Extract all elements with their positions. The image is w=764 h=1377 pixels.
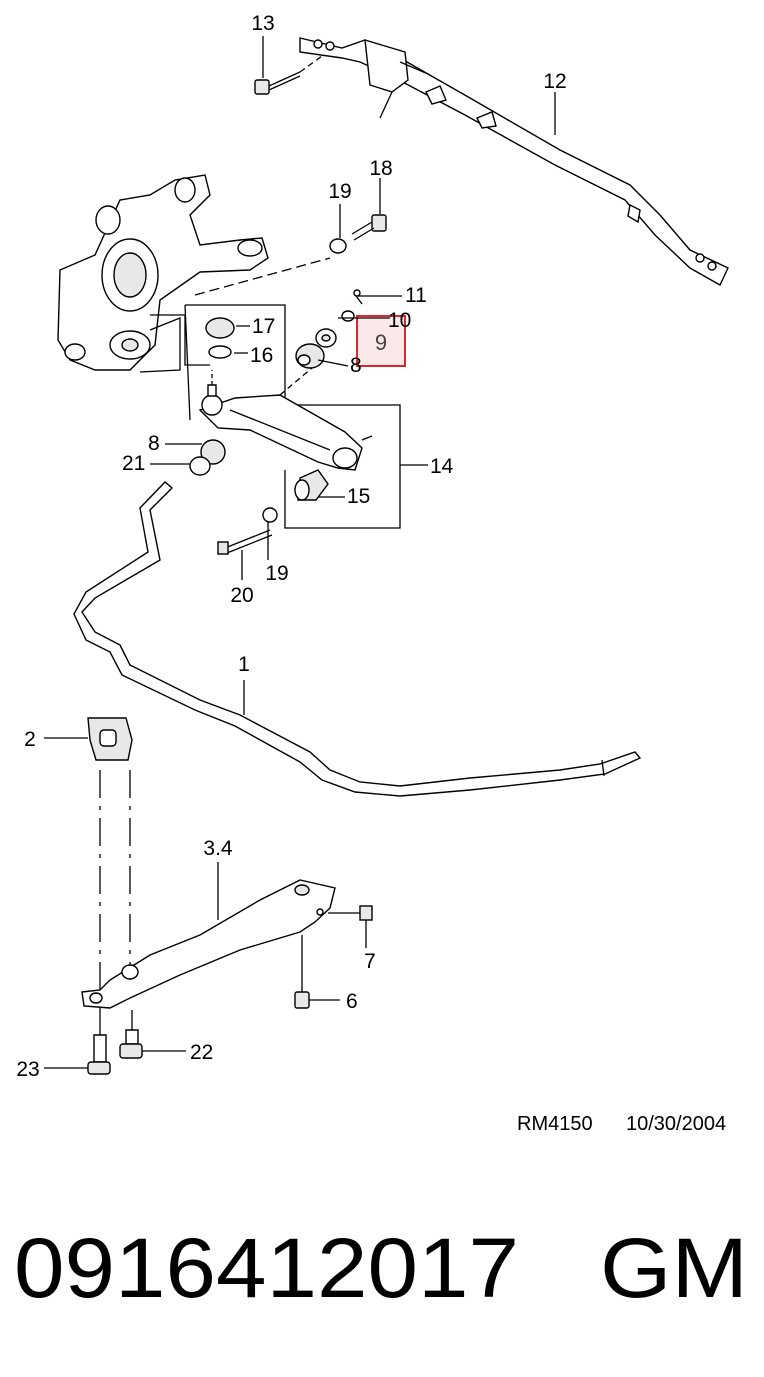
- callout-15: 15: [347, 485, 370, 508]
- nut-part-17: [205, 317, 250, 359]
- callout-11: 11: [405, 284, 427, 307]
- callout-13: 13: [251, 12, 274, 35]
- crossbar-part-12: [299, 37, 729, 286]
- assembly-bracket-14: [150, 257, 428, 529]
- bracket-part-3-4: [81, 862, 373, 1009]
- bolts-part-22-23: [44, 1008, 186, 1075]
- callout-20: 20: [230, 584, 253, 607]
- callout-16: 16: [250, 344, 273, 367]
- callout-17: 17: [252, 315, 275, 338]
- callout-10: 10: [388, 309, 411, 332]
- bolt-part-20: [217, 507, 278, 580]
- callout-3-4: 3.4: [203, 837, 233, 860]
- callout-2: 2: [24, 728, 36, 751]
- diagram-date: 10/30/2004: [626, 1113, 726, 1135]
- callout-1: 1: [238, 653, 250, 676]
- diagram-ref: RM4150: [517, 1113, 593, 1135]
- highlight-box-part-9: [356, 315, 406, 367]
- bushing-part-8-left: [150, 439, 226, 476]
- bushing-part-15: [294, 469, 345, 501]
- callout-22: 22: [190, 1041, 213, 1064]
- lower-control-arm: [198, 367, 373, 471]
- callout-9-highlighted: 9: [375, 330, 387, 355]
- callout-18: 18: [369, 157, 392, 180]
- callout-23: 23: [16, 1058, 39, 1081]
- bolt-part-13: [254, 36, 323, 95]
- callout-8-left: 8: [148, 432, 160, 455]
- callout-21: 21: [122, 452, 145, 475]
- callout-7: 7: [364, 950, 376, 973]
- callout-12: 12: [543, 70, 566, 93]
- part-number: 0916412017: [14, 1221, 519, 1315]
- bushing-part-2: [44, 717, 133, 1000]
- leader-lines: [317, 92, 556, 367]
- steering-knuckle: [57, 174, 269, 373]
- callout-14: 14: [430, 455, 454, 478]
- brand-name: GM: [600, 1221, 748, 1315]
- callout-8-upper: 8: [350, 354, 362, 377]
- bolt-part-18: [329, 178, 387, 254]
- callout-6: 6: [346, 990, 358, 1013]
- stabilizer-bar-part-1: [73, 481, 642, 797]
- callout-19-lower: 19: [265, 562, 288, 585]
- callout-19-upper: 19: [328, 180, 351, 203]
